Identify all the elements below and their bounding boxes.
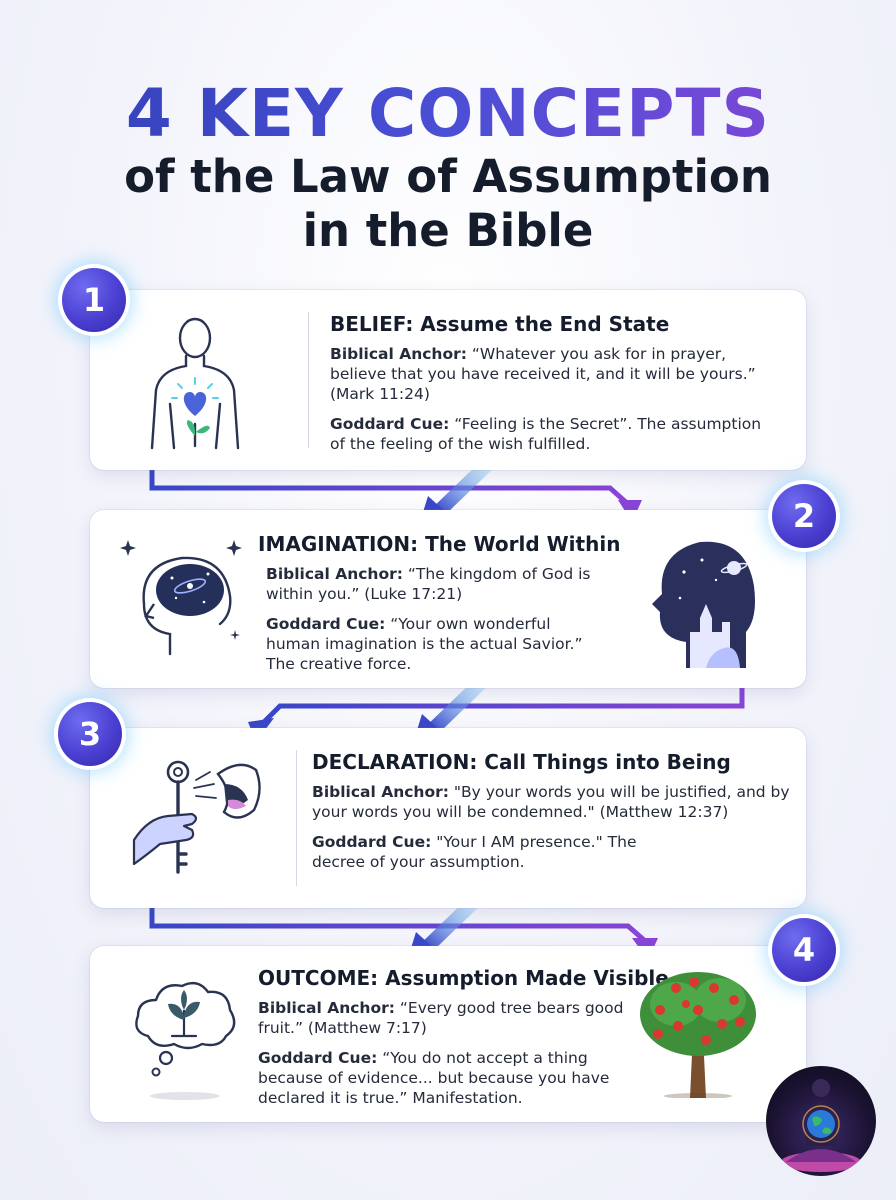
step-badge-1: 1 [62, 268, 126, 332]
page-subtitle-line2: in the Bible [302, 204, 594, 257]
concept-heading: BELIEF: Assume the End State [330, 312, 670, 336]
biblical-anchor: Biblical Anchor: “Every good tree bears … [258, 998, 638, 1038]
step-badge-2: 2 [772, 484, 836, 548]
cue-text: "Your I AM presence." The decree of your… [312, 833, 637, 871]
biblical-anchor: Biblical Anchor: "By your words you will… [312, 782, 792, 822]
fruit-tree-icon [640, 972, 756, 1098]
page-subtitle-line1: of the Law of Assumption [124, 150, 772, 203]
person-heart-sprout-icon [150, 317, 240, 450]
goddard-cue: Goddard Cue: “Feeling is the Secret”. Th… [330, 414, 780, 454]
concept-heading: DECLARATION: Call Things into Being [312, 750, 731, 774]
meditating-figure-icon [781, 1079, 861, 1172]
cue-label: Goddard Cue: [312, 833, 432, 851]
biblical-anchor: Biblical Anchor: “The kingdom of God is … [266, 564, 606, 604]
concept-heading: IMAGINATION: The World Within [258, 532, 621, 556]
goddard-cue: Goddard Cue: "Your I AM presence." The d… [312, 832, 652, 872]
step-badge-3: 3 [58, 702, 122, 766]
connector-3-4 [149, 905, 647, 943]
meditating-figure-globe-avatar [766, 1066, 876, 1176]
concept-text-belief: BELIEF: Assume the End State Biblical An… [330, 312, 780, 464]
hand-key-mouth-icon [132, 760, 261, 874]
concept-text-imagination: IMAGINATION: The World Within Biblical A… [258, 532, 648, 684]
concept-heading: OUTCOME: Assumption Made Visible [258, 966, 669, 990]
anchor-text: “Every good tree bears good fruit.” (Mat… [258, 999, 624, 1037]
page-title: 4 KEY CONCEPTS [0, 76, 896, 152]
anchor-label: Biblical Anchor: [312, 783, 449, 801]
goddard-cue: Goddard Cue: “Your own wonderful human i… [266, 614, 606, 674]
anchor-text: “Whatever you ask for in prayer, believe… [330, 345, 756, 403]
goddard-cue: Goddard Cue: “You do not accept a thing … [258, 1048, 638, 1108]
anchor-label: Biblical Anchor: [266, 565, 403, 583]
thought-cloud-sprout-icon [135, 981, 236, 1077]
concept-card-outcome: OUTCOME: Assumption Made Visible Biblica… [90, 946, 806, 1122]
anchor-label: Biblical Anchor: [330, 345, 467, 363]
connector-1-2 [149, 467, 631, 507]
connector-2-3 [259, 685, 745, 727]
cloud-shadow [150, 1092, 220, 1100]
card-divider [296, 750, 297, 886]
anchor-text: “The kingdom of God is within you.” (Luk… [266, 565, 591, 603]
card-divider [308, 312, 309, 448]
concept-text-declaration: DECLARATION: Call Things into Being Bibl… [312, 750, 792, 882]
anchor-text: "By your words you will be justified, an… [312, 783, 790, 821]
concept-text-outcome: OUTCOME: Assumption Made Visible Biblica… [258, 966, 728, 1118]
concept-card-declaration: DECLARATION: Call Things into Being Bibl… [90, 728, 806, 908]
head-galaxy-icon [120, 540, 242, 656]
cue-text: “You do not accept a thing because of ev… [258, 1049, 610, 1107]
cue-label: Goddard Cue: [266, 615, 386, 633]
head-city-silhouette-icon [652, 541, 755, 668]
concept-card-imagination: IMAGINATION: The World Within Biblical A… [90, 510, 806, 688]
biblical-anchor: Biblical Anchor: “Whatever you ask for i… [330, 344, 780, 404]
concept-card-belief: BELIEF: Assume the End State Biblical An… [90, 290, 806, 470]
cue-text: “Your own wonderful human imagination is… [266, 615, 583, 673]
cue-label: Goddard Cue: [330, 415, 450, 433]
anchor-label: Biblical Anchor: [258, 999, 395, 1017]
cue-text: “Feeling is the Secret”. The assumption … [330, 415, 762, 453]
step-badge-4: 4 [772, 918, 836, 982]
cue-label: Goddard Cue: [258, 1049, 378, 1067]
